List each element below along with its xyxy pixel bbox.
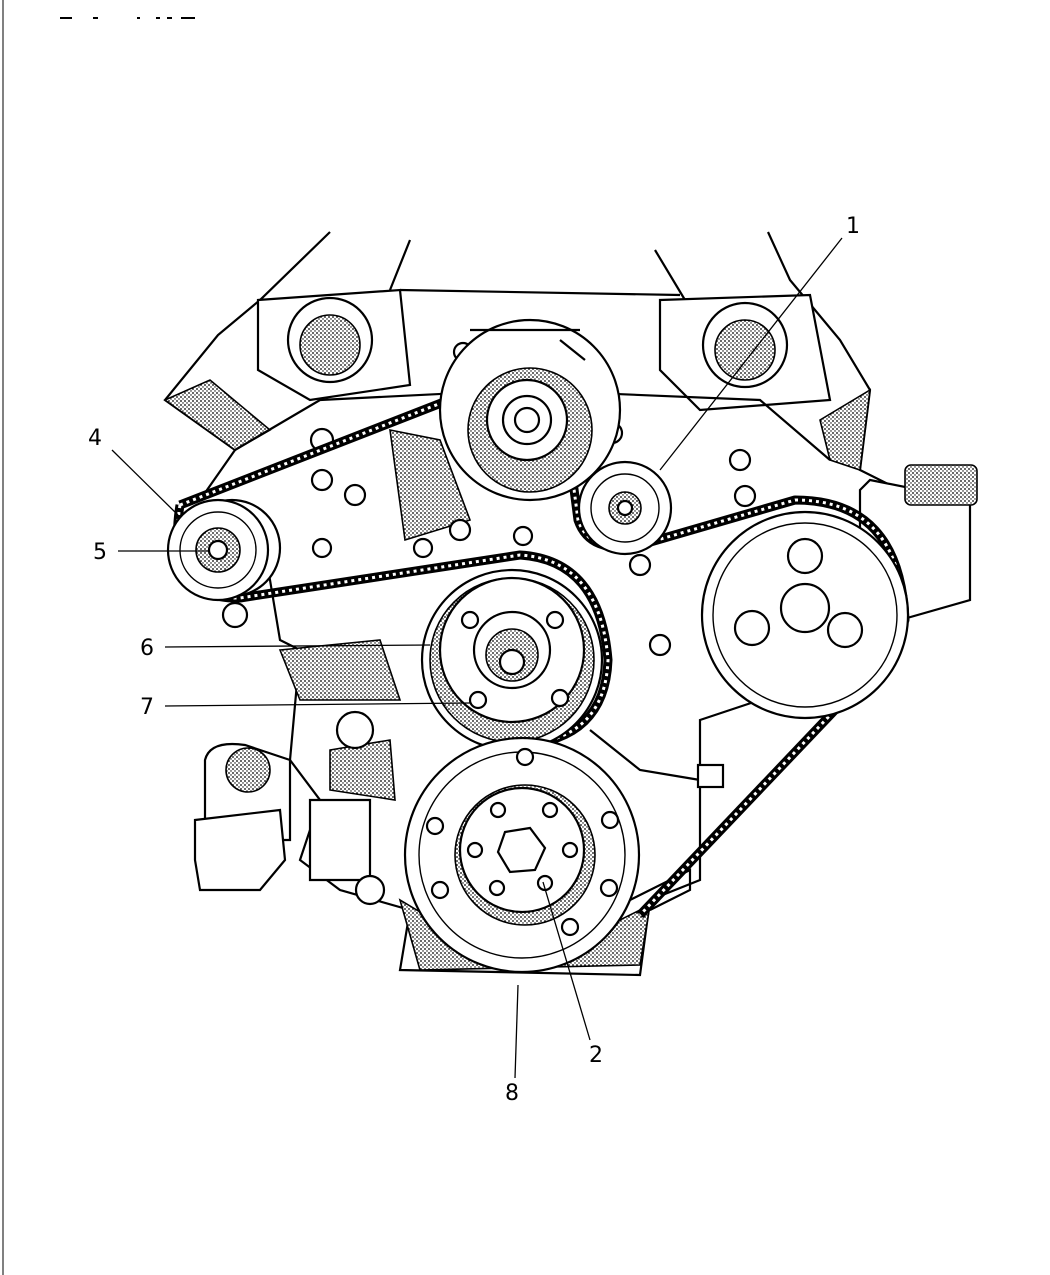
tensioner-pulley bbox=[166, 498, 282, 602]
callout-6: 6 bbox=[140, 636, 154, 661]
callout-5: 5 bbox=[93, 540, 107, 565]
callout-1: 1 bbox=[846, 214, 860, 239]
crankshaft-damper bbox=[403, 736, 641, 974]
callout-leaders bbox=[111, 237, 843, 1079]
water-pump-pulley bbox=[420, 568, 604, 752]
sensor-connector bbox=[696, 763, 725, 789]
callout-2: 2 bbox=[589, 1043, 603, 1068]
alternator-pulley bbox=[438, 318, 622, 502]
callout-4: 4 bbox=[88, 426, 102, 451]
callout-8: 8 bbox=[505, 1081, 519, 1106]
mounting-bolts bbox=[221, 341, 757, 657]
engine-block bbox=[163, 231, 978, 977]
idler-pulley bbox=[577, 460, 673, 556]
callout-7: 7 bbox=[140, 695, 154, 720]
reservoir-cap bbox=[904, 464, 978, 506]
power-steering-pulley bbox=[700, 510, 910, 720]
